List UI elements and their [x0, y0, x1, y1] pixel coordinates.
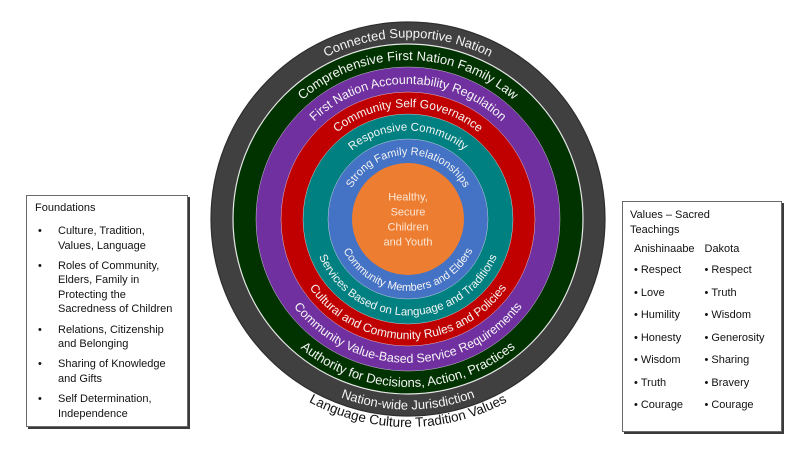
bullet-icon: •	[634, 309, 638, 321]
value-item: •Courage	[634, 399, 705, 422]
values-column-anishinaabe: Anishinaabe•Respect•Love•Humility•Honest…	[634, 243, 705, 422]
bullet-icon: •	[38, 225, 42, 237]
foundations-panel: Foundations • Culture, Tradition, Values,…	[26, 195, 188, 427]
bullet-icon: •	[704, 309, 709, 321]
values-column-dakota: Dakota•Respect•Truth•Wisdom•Generosity•S…	[705, 243, 776, 422]
foundation-item: • Self Determination, Independence	[35, 392, 181, 421]
value-item-text: Wisdom	[711, 309, 752, 321]
value-item-text: Love	[640, 286, 665, 299]
value-item: •Humility	[634, 309, 705, 332]
foundation-item-text: Culture, Tradition, Values, Language	[58, 225, 146, 252]
value-item: •Truth	[705, 287, 776, 310]
foundation-item-text: Self Determination, Independence	[58, 392, 152, 420]
foundation-item-text: Relations, Citizenship and Belonging	[58, 323, 164, 351]
values-column-heading: Dakota	[704, 243, 740, 255]
value-item-text: Honesty	[640, 331, 682, 344]
value-item-text: Bravery	[711, 376, 750, 389]
value-item-text: Truth	[711, 286, 737, 299]
value-item: •Respect	[705, 264, 776, 287]
bullet-icon: •	[634, 376, 638, 389]
foundation-item: • Relations, Citizenship and Belonging	[35, 323, 181, 352]
values-panel: Values – Sacred Teachings Anishinaabe•Re…	[622, 201, 782, 432]
bullet-icon: •	[634, 399, 638, 411]
foundation-item-text: Sharing of Knowledge and Gifts	[58, 358, 166, 385]
foundation-item: • Culture, Tradition, Values, Language	[35, 224, 181, 253]
value-item: •Generosity	[705, 332, 776, 355]
values-title: Values – Sacred Teachings	[630, 209, 710, 236]
bullet-icon: •	[704, 264, 709, 276]
center-text-line: Healthy,	[388, 192, 428, 204]
values-list: •Respect•Truth•Wisdom•Generosity•Sharing…	[705, 264, 776, 422]
values-columns: Anishinaabe•Respect•Love•Humility•Honest…	[630, 243, 775, 422]
bullet-icon: •	[38, 392, 42, 405]
bullet-icon: •	[38, 323, 42, 336]
bullet-icon: •	[634, 264, 638, 276]
bullet-icon: •	[704, 399, 709, 411]
bullet-icon: •	[704, 376, 709, 389]
rings	[210, 21, 606, 417]
value-item-text: Courage	[640, 399, 684, 411]
bullet-icon: •	[704, 331, 709, 344]
value-item-text: Sharing	[711, 354, 750, 366]
value-item-text: Truth	[640, 376, 667, 389]
value-item: •Love	[634, 287, 705, 310]
bullet-icon: •	[38, 259, 42, 272]
values-column-heading: Anishinaabe	[634, 243, 695, 255]
value-item: •Honesty	[634, 332, 705, 355]
center-text-line: and Youth	[384, 237, 433, 249]
foundation-item: • Roles of Community, Elders, Family in P…	[35, 259, 181, 317]
center-circle	[352, 163, 464, 275]
value-item: •Respect	[634, 264, 705, 287]
value-item-text: Wisdom	[640, 354, 681, 366]
value-item-text: Respect	[711, 264, 752, 276]
bullet-icon: •	[634, 331, 638, 344]
value-item: •Courage	[705, 399, 776, 422]
foundation-item-text: Roles of Community, Elders, Family in Pr…	[58, 259, 173, 316]
value-item: •Wisdom	[634, 354, 705, 377]
bullet-icon: •	[38, 358, 42, 371]
value-item-text: Generosity	[711, 331, 765, 344]
foundations-title: Foundations	[35, 202, 96, 214]
bullet-icon: •	[634, 354, 638, 366]
center-text-line: Secure	[391, 207, 426, 219]
value-item-text: Humility	[640, 309, 680, 321]
center-text-line: Children	[388, 222, 429, 234]
bullet-icon: •	[704, 286, 709, 299]
value-item: •Truth	[634, 377, 705, 400]
value-item: •Wisdom	[705, 309, 776, 332]
value-item: •Bravery	[705, 377, 776, 400]
foundations-list: • Culture, Tradition, Values, Language • Ro…	[35, 224, 181, 421]
value-item-text: Respect	[640, 264, 682, 276]
value-item: •Sharing	[705, 354, 776, 377]
value-item-text: Courage	[711, 399, 754, 411]
foundation-item: • Sharing of Knowledge and Gifts	[35, 357, 181, 386]
values-list: •Respect•Love•Humility•Honesty•Wisdom•Tr…	[634, 264, 705, 422]
bullet-icon: •	[634, 286, 638, 299]
bullet-icon: •	[704, 354, 709, 366]
